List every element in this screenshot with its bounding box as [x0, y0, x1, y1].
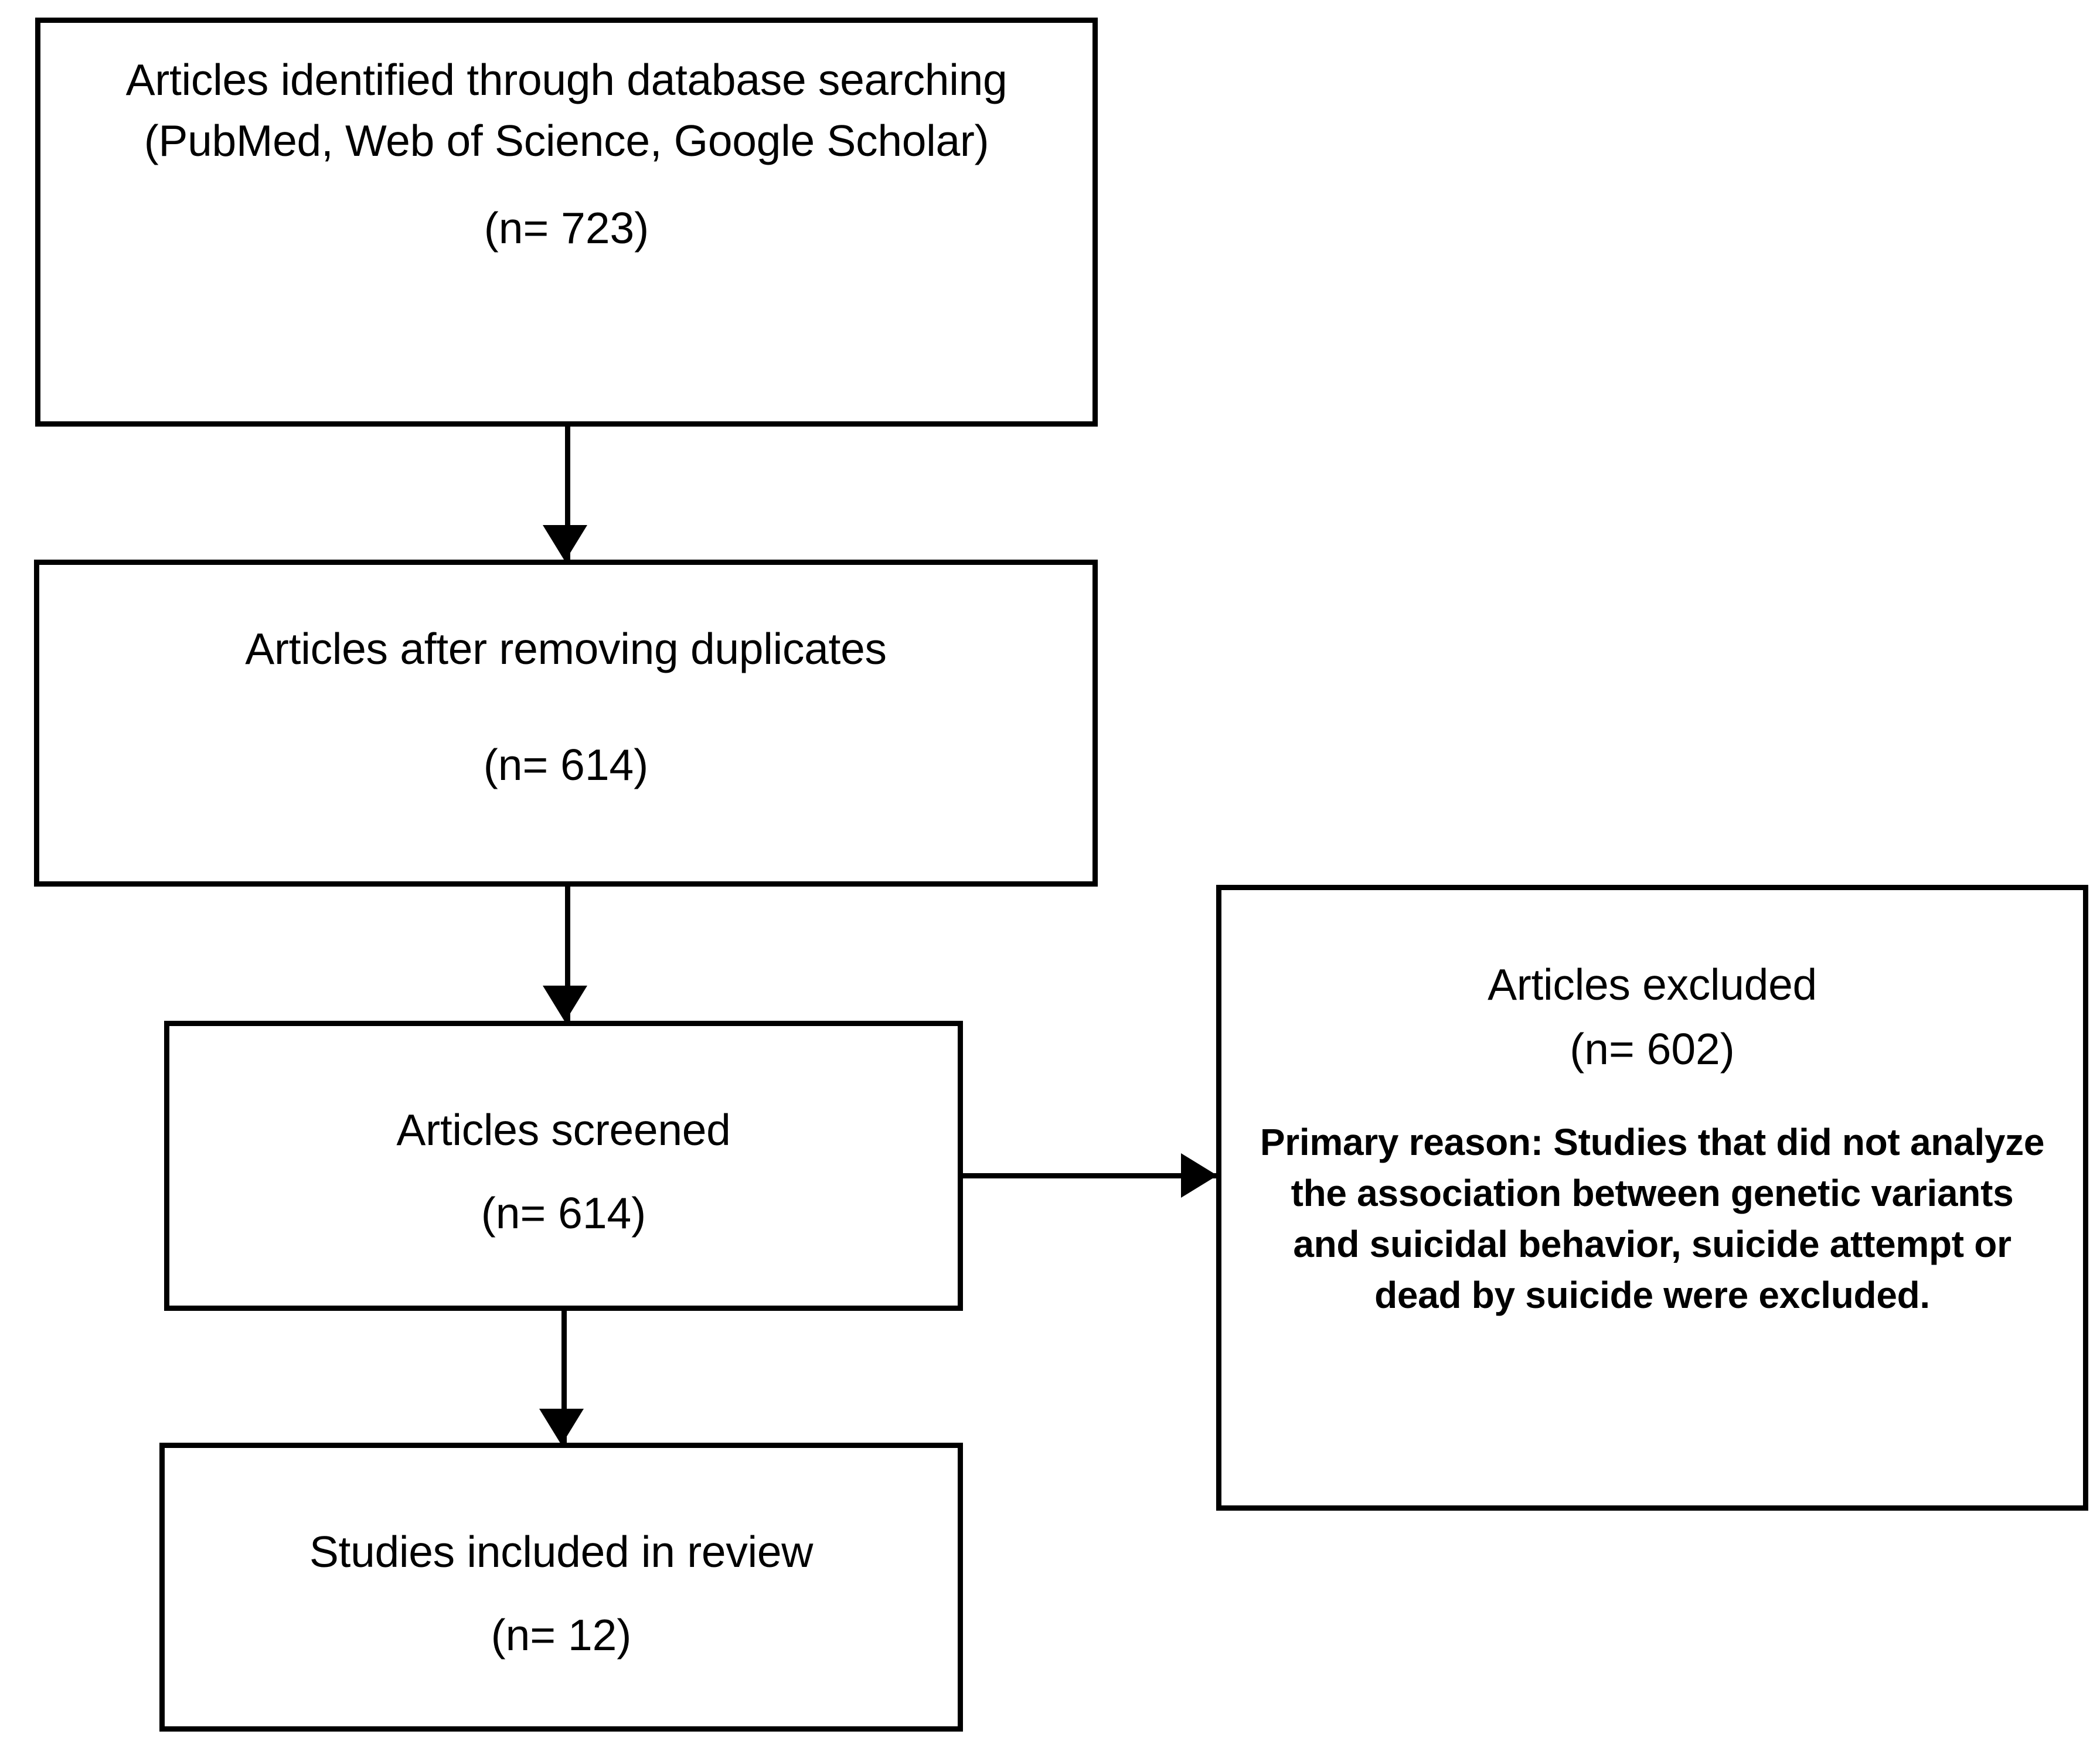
node-articles-excluded-count: (n= 602)	[1570, 1024, 1735, 1074]
node-articles-excluded-label: Articles excluded	[1488, 960, 1817, 1009]
node-articles-screened-label: Articles screened	[396, 1105, 731, 1154]
node-articles-screened: Articles screened (n= 614)	[164, 1021, 963, 1311]
node-articles-identified-label: Articles identified through database sea…	[125, 55, 1008, 165]
node-studies-included-count: (n= 12)	[491, 1610, 632, 1660]
arrow-down-icon	[543, 986, 587, 1022]
node-articles-after-duplicates: Articles after removing duplicates (n= 6…	[34, 560, 1098, 887]
connector-duplicates-to-screened-line	[565, 887, 570, 1023]
node-articles-excluded: Articles excluded (n= 602) Primary reaso…	[1216, 885, 2088, 1511]
node-articles-after-duplicates-label: Articles after removing duplicates	[245, 624, 887, 673]
node-articles-identified-count: (n= 723)	[484, 203, 649, 253]
connector-screened-to-excluded-line	[963, 1173, 1219, 1178]
arrow-down-icon	[539, 1409, 584, 1445]
connector-identified-to-duplicates-line	[565, 427, 570, 563]
node-studies-included-label: Studies included in review	[309, 1527, 814, 1576]
node-articles-identified: Articles identified through database sea…	[35, 18, 1098, 427]
node-articles-excluded-reason: Primary reason: Studies that did not ana…	[1260, 1121, 2045, 1317]
node-articles-screened-count: (n= 614)	[481, 1188, 646, 1238]
node-articles-after-duplicates-count: (n= 614)	[483, 740, 649, 789]
connector-screened-to-included-line	[561, 1311, 567, 1446]
arrow-right-icon	[1181, 1153, 1217, 1198]
arrow-down-icon	[543, 525, 587, 561]
node-studies-included: Studies included in review (n= 12)	[159, 1443, 963, 1732]
